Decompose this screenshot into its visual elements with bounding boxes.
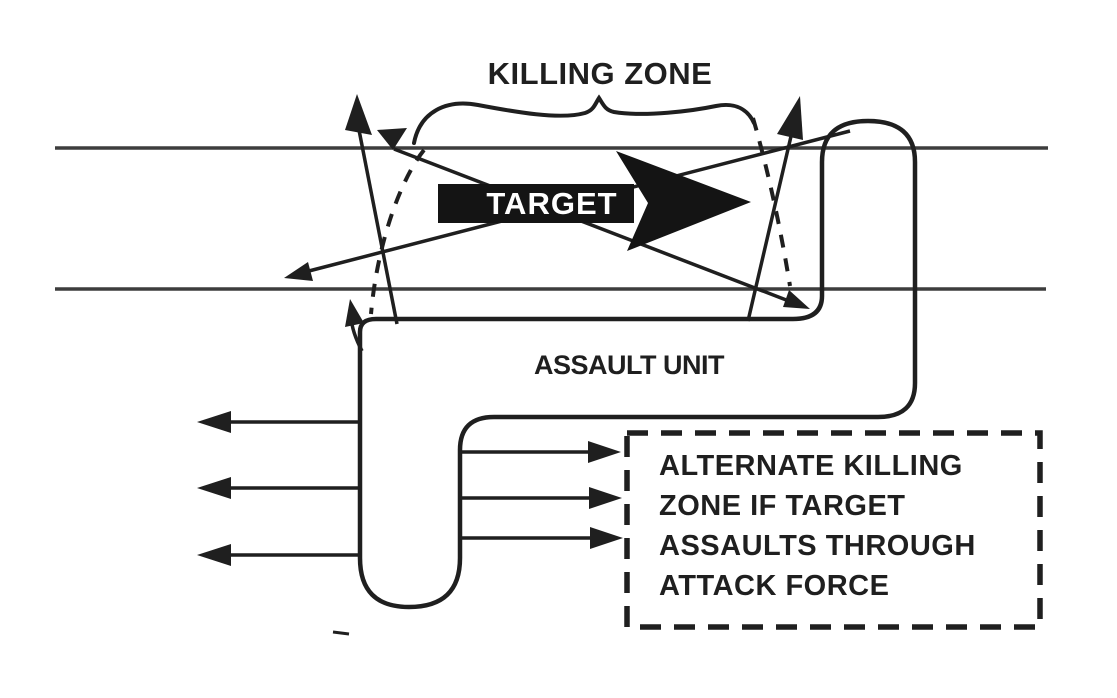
left-fire-arrows: [197, 411, 360, 566]
target-banner: [438, 184, 634, 223]
killing-zone-label: KILLING ZONE: [487, 56, 713, 91]
alternate-zone-note-line-4: ATTACK FORCE: [659, 570, 890, 602]
alternate-zone-note-line-1: ALTERNATE KILLING: [659, 450, 963, 482]
alternate-zone-note-line-2: ZONE IF TARGET: [659, 490, 906, 522]
fire-line-left-vertical-shaft: [357, 129, 399, 325]
assault-unit-position-outline: [357, 118, 918, 610]
small-up-arrow: [345, 299, 364, 352]
stray-tick-mark: [332, 630, 350, 636]
left-arrow-1-arrowhead: [197, 411, 231, 433]
killing-zone-brace: [412, 94, 756, 145]
road: [55, 146, 1048, 291]
target-label: TARGET: [486, 186, 618, 221]
target-arrowhead: [616, 151, 751, 251]
alternate-zone-note-line-3: ASSAULTS THROUGH: [659, 530, 976, 562]
fire-line-long-diagonal-upper-arrowhead: [377, 128, 407, 150]
fire-line-left-vertical-arrowhead: [345, 94, 372, 135]
right-arrow-3-arrowhead: [590, 527, 623, 549]
killing-zone-left-boundary: [369, 148, 426, 315]
fire-line-long-diagonal-shaft: [393, 147, 795, 305]
left-arrow-2-arrowhead: [197, 477, 231, 499]
fire-line-long-diagonal: [377, 128, 810, 309]
left-arrow-3-arrowhead: [197, 544, 231, 566]
target-arrow: [438, 151, 751, 251]
right-fire-arrows: [460, 441, 623, 549]
fire-line-right-vertical-arrowhead: [777, 96, 803, 140]
fire-line-left-vertical: [345, 94, 399, 325]
right-arrow-2-arrowhead: [589, 487, 622, 509]
alternate-zone-note: ALTERNATE KILLING ZONE IF TARGET ASSAULT…: [659, 446, 976, 606]
right-arrow-1-arrowhead: [588, 441, 621, 463]
assault-unit-label: ASSAULT UNIT: [534, 350, 725, 380]
fire-line-cross-diagonal-arrowhead: [284, 262, 313, 281]
fire-line-long-diagonal-lower-arrowhead: [783, 290, 810, 309]
small-up-arrow-arrowhead: [345, 299, 364, 327]
alternate-zone-note-box: [624, 430, 1043, 630]
killing-zone-right-boundary: [751, 117, 792, 287]
